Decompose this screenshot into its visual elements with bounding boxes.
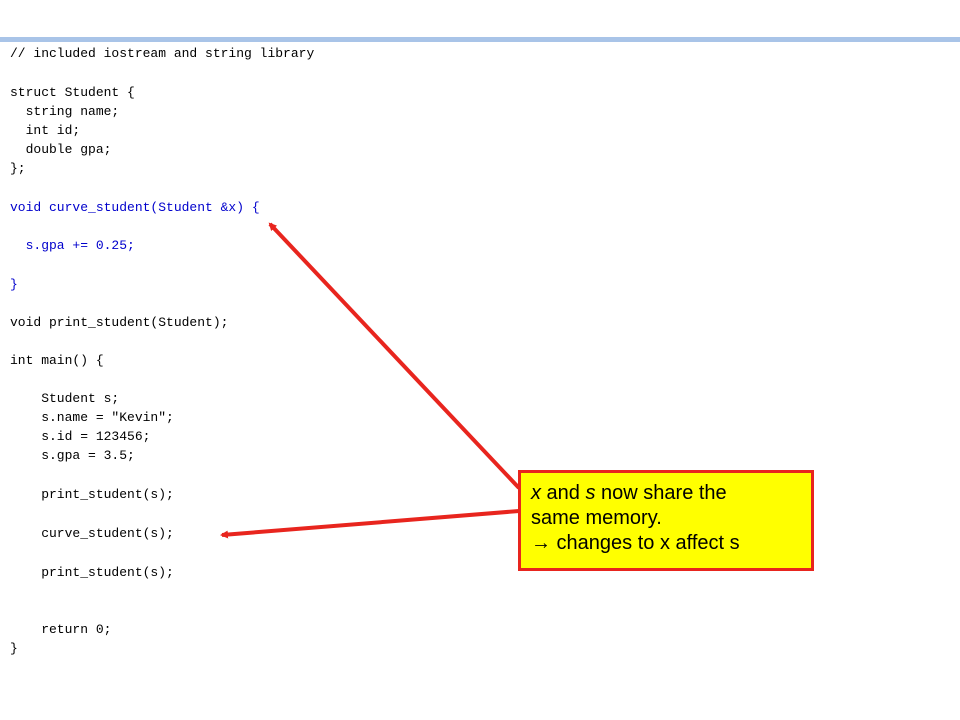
code-line: } [10, 641, 18, 656]
code-line-highlighted: } [10, 277, 18, 292]
arrow-to-parameter [268, 222, 521, 490]
callout-line-2: same memory. [531, 507, 662, 529]
callout-and: and [541, 482, 586, 504]
code-line-highlighted: s.gpa += 0.25; [10, 238, 135, 253]
code-line: int id; [10, 123, 81, 138]
code-line: s.id = 123456; [10, 429, 151, 444]
code-line: return 0; [10, 622, 112, 637]
callout-line-1: x and s now share the [531, 481, 801, 506]
right-arrow-icon: → [531, 532, 551, 554]
code-line: s.gpa = 3.5; [10, 448, 135, 463]
code-line: print_student(s); [10, 565, 174, 580]
callout-line-1-rest: now share the [595, 482, 727, 504]
code-line: Student s; [10, 391, 120, 406]
code-line: double gpa; [10, 142, 112, 157]
code-line: string name; [10, 104, 120, 119]
annotation-callout: x and s now share the same memory. → cha… [518, 470, 814, 571]
code-line: print_student(s); [10, 487, 174, 502]
callout-line-3: → changes to x affect s [531, 531, 801, 556]
arrow-to-call [220, 509, 520, 539]
code-line: }; [10, 161, 26, 176]
callout-var-s: s [585, 482, 596, 504]
code-line-highlighted: void curve_student(Student &x) { [10, 200, 260, 215]
callout-var-x: x [531, 482, 541, 504]
code-line: // included iostream and string library [10, 46, 315, 61]
code-line: int main() { [10, 353, 104, 368]
code-line: struct Student { [10, 85, 135, 100]
top-rule [0, 37, 960, 42]
code-line: s.name = "Kevin"; [10, 410, 174, 425]
code-line: void print_student(Student); [10, 315, 229, 330]
code-line: curve_student(s); [10, 526, 174, 541]
callout-line-3-text: changes to x affect s [551, 532, 740, 554]
